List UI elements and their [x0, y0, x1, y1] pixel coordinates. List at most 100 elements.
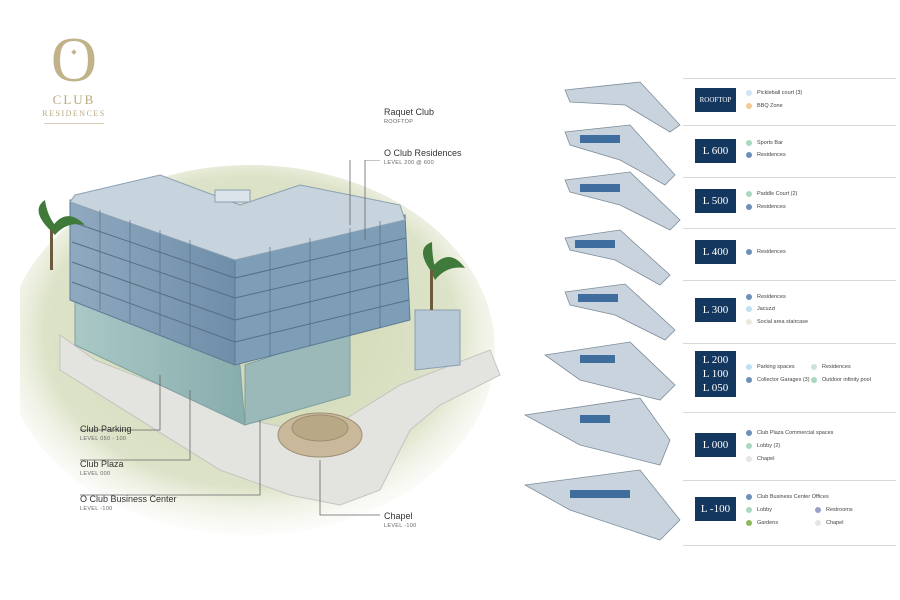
legend-text: Residences [822, 364, 851, 370]
divider [683, 125, 896, 126]
legend-text: Lobby (2) [757, 443, 781, 449]
chapel-top [291, 414, 349, 442]
legend-swatch [746, 494, 752, 500]
divider [683, 545, 896, 546]
legend-item: Pickleball court (3) [746, 90, 802, 96]
floor-label-l200-050: L 200 L 100 L 050 [695, 351, 736, 397]
legend-text: Residences [757, 294, 786, 300]
leader-lines [80, 160, 380, 516]
floor-line: L 200 [702, 354, 729, 366]
legend-text: Outdoor infinity pool [822, 377, 871, 383]
legend-text: Gardens [757, 520, 779, 526]
roof [69, 174, 406, 261]
divider [683, 480, 896, 481]
legend-text: Collector Garages (3) [757, 377, 810, 383]
callout-business-center: O Club Business Center LEVEL -100 [80, 494, 177, 512]
divider [683, 177, 896, 178]
legend-text: Pickleball court (3) [757, 90, 803, 96]
legend-item: Restrooms [815, 507, 853, 513]
legend-swatch [746, 306, 752, 312]
plan-l000 [523, 397, 671, 466]
legend-item: Chapel [815, 520, 843, 526]
palm-right [422, 242, 465, 310]
legend-swatch [746, 294, 752, 300]
legend-swatch [746, 90, 752, 96]
legend-text: Lobby [757, 507, 772, 513]
legend-swatch [815, 520, 821, 526]
legend-swatch [746, 520, 752, 526]
callout-chapel: Chapel LEVEL -100 [384, 511, 416, 529]
legend-text: Club Plaza Commercial spaces [757, 430, 834, 436]
floor-label-l000: L 000 [695, 433, 736, 457]
legend-text: Chapel [826, 520, 844, 526]
callout-title: Chapel [384, 511, 413, 521]
legend-swatch [746, 507, 752, 513]
divider [683, 412, 896, 413]
legend-item: Collector Garages (3) [746, 377, 810, 383]
callout-title: Club Plaza [80, 459, 124, 469]
divider [683, 343, 896, 344]
floor-line: L 100 [702, 368, 729, 380]
divider [683, 78, 896, 79]
floor-label-l400: L 400 [695, 240, 736, 264]
plan-l300 [564, 283, 676, 341]
plan-l200 [543, 341, 676, 401]
legend-item: Club Business Center Offices [746, 494, 829, 500]
legend-item: Lobby (2) [746, 443, 780, 449]
legend-item: Social area staircase [746, 319, 808, 325]
legend-text: Residences [757, 204, 786, 210]
legend-item: Residences [746, 249, 786, 255]
legend-text: Jacuzzi [757, 306, 776, 312]
callout-title: O Club Business Center [80, 494, 177, 504]
legend-text: Paddle Court (2) [757, 191, 798, 197]
plan-l-100 [523, 469, 681, 541]
legend-text: Chapel [757, 456, 775, 462]
callout-sub: ROOFTOP [384, 119, 414, 125]
legend-text: Residences [757, 249, 786, 255]
floor-label-rooftop: ROOFTOP [695, 88, 736, 112]
building-illustration [20, 160, 501, 535]
legend-swatch [746, 204, 752, 210]
callout-sub: LEVEL -100 [384, 523, 417, 529]
legend-text: Social area staircase [757, 319, 809, 325]
legend-text: Club Business Center Offices [757, 494, 829, 500]
logo-mark: O [40, 28, 108, 92]
legend-item: Chapel [746, 456, 774, 462]
legend-text: Restrooms [826, 507, 853, 513]
legend-item: Outdoor infinity pool [811, 377, 871, 383]
facade-columns [99, 210, 381, 356]
divider [683, 280, 896, 281]
legend-swatch [746, 249, 752, 255]
callout-sub: LEVEL 050 - 100 [80, 436, 127, 442]
callout-o-club-residences: O Club Residences LEVEL 200 @ 600 [384, 148, 462, 166]
divider [683, 228, 896, 229]
plan-l400 [564, 229, 671, 286]
legend-swatch [746, 456, 752, 462]
logo-line-residences: RESIDENCES [42, 109, 106, 118]
legend-swatch [746, 152, 752, 158]
legend-item: Residences [746, 152, 786, 158]
legend-item: Lobby [746, 507, 772, 513]
legend-item: Residences [811, 364, 851, 370]
floor-label-l300: L 300 [695, 298, 736, 322]
legend-swatch [746, 364, 752, 370]
floor-line: L 050 [702, 382, 729, 394]
floor-label-l600: L 600 [695, 139, 736, 163]
legend-item: Paddle Court (2) [746, 191, 797, 197]
callout-title: Raquet Club [384, 107, 435, 117]
palm-left [38, 200, 85, 270]
legend-text: Parking spaces [757, 364, 795, 370]
callout-club-parking: Club Parking LEVEL 050 - 100 [80, 424, 132, 442]
legend-swatch [746, 377, 752, 383]
side-annex [414, 309, 461, 371]
callout-title: Club Parking [80, 424, 132, 434]
callout-sub: LEVEL -100 [80, 506, 113, 512]
legend-item: Jacuzzi [746, 306, 775, 312]
legend-swatch [746, 430, 752, 436]
callout-club-plaza: Club Plaza LEVEL 000 [80, 459, 124, 477]
legend-swatch [815, 507, 821, 513]
legend-item: Residences [746, 204, 786, 210]
legend-item: Parking spaces [746, 364, 795, 370]
legend-swatch [811, 364, 817, 370]
legend-swatch [746, 443, 752, 449]
